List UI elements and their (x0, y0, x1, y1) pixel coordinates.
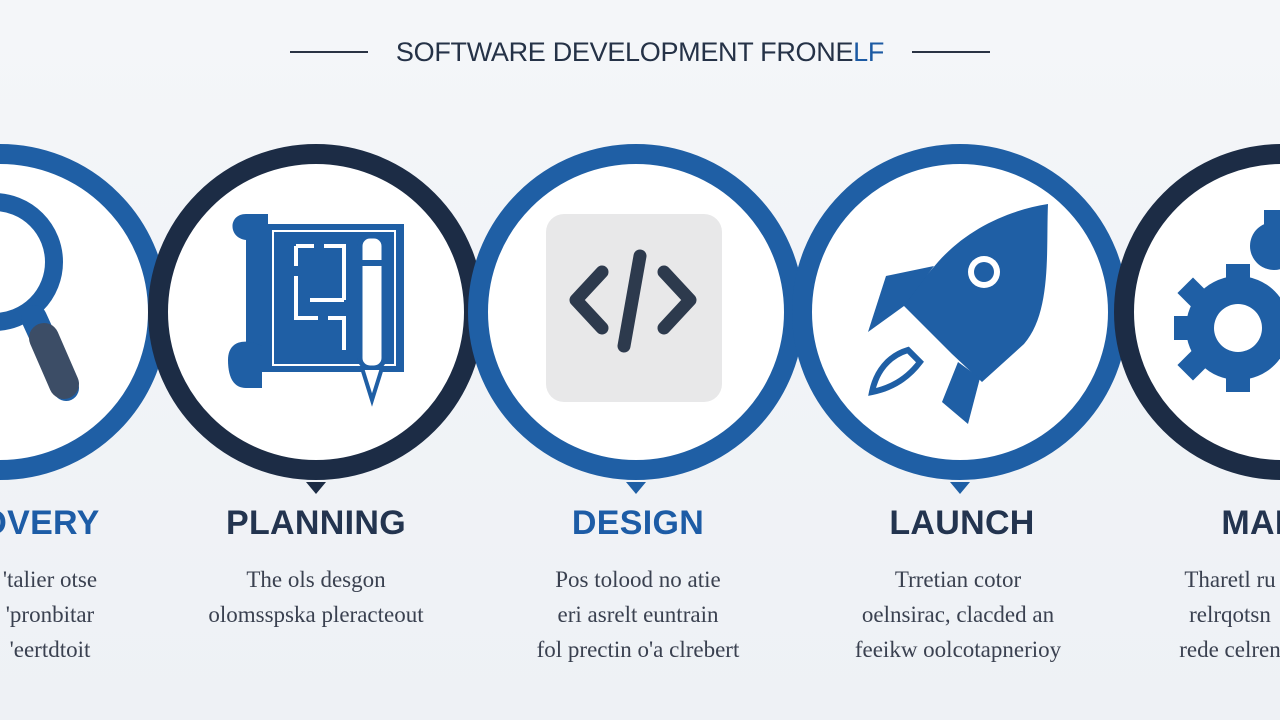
stage-label-2: PLANNING (226, 504, 406, 542)
title-row: SOFTWARE DEVELOPMENT FRONELF (0, 30, 1280, 74)
desc-line: eri asrelt euntrain (557, 602, 719, 627)
title-rule-right (912, 51, 991, 53)
diagram-title: SOFTWARE DEVELOPMENT FRONELF (395, 36, 885, 67)
desc-line: fol prectin o'a clrebert (536, 637, 740, 662)
desc-line: relrqotsn (1189, 602, 1271, 627)
stage-label-3: DESIGN (571, 504, 705, 542)
ring-pointer (626, 482, 646, 494)
desc-line: olomsspska pleracteout (208, 602, 424, 627)
stage-desc-1: 'talier otse 'pronbitar 'eertdtoit (0, 562, 200, 667)
ring-pointer (950, 482, 970, 494)
desc-line: rede celren (1179, 637, 1280, 662)
stage-desc-4: Trretian cotor oelnsirac, clacded an fee… (808, 562, 1108, 667)
magnifier-icon (0, 193, 79, 401)
desc-line: feeikw oolcotapnerioy (854, 637, 1062, 662)
stage-desc-2: The ols desgon olomsspska pleracteout (166, 562, 466, 632)
desc-line: Pos tolood no atie (555, 567, 721, 592)
code-icon (546, 214, 722, 402)
ring-pointer (306, 482, 326, 494)
title-rule-left (289, 51, 368, 53)
desc-line: oelnsirac, clacded an (861, 602, 1055, 627)
desc-line: Trretian cotor (894, 567, 1022, 592)
desc-line: Tharetl ru (1184, 567, 1276, 592)
rocket-icon (868, 204, 1048, 424)
stage-label-5: MAINT (1221, 504, 1280, 542)
desc-line: The ols desgon (246, 567, 386, 592)
desc-line: 'eertdtoit (9, 637, 91, 662)
gear-icon (1174, 210, 1280, 392)
desc-line: 'pronbitar (5, 602, 95, 627)
stage-label-1: OVERY (0, 504, 100, 542)
stage-desc-5: Tharetl ru relrqotsn rede celren (1170, 562, 1280, 667)
desc-line: 'talier otse (2, 567, 98, 592)
stage-label-4: LAUNCH (889, 504, 1035, 542)
blueprint-pencil-icon (228, 214, 404, 407)
stage-desc-3: Pos tolood no atie eri asrelt euntrain f… (488, 562, 788, 667)
